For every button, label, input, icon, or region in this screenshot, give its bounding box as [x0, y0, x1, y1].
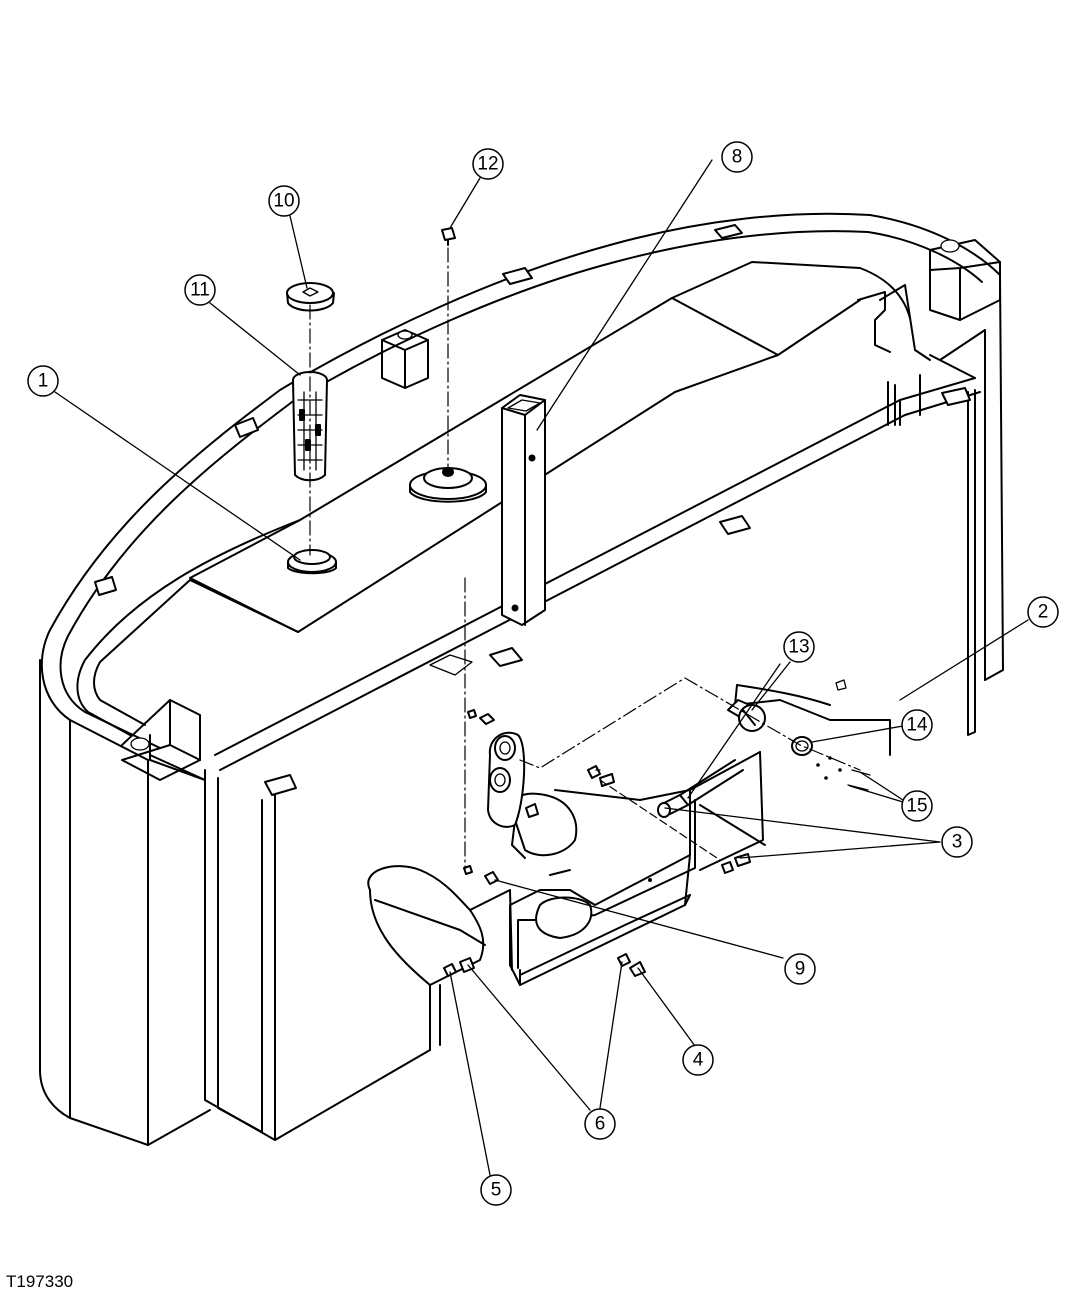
- callout-13: 13: [783, 631, 815, 663]
- svg-text:10: 10: [273, 191, 294, 212]
- svg-text:14: 14: [906, 715, 928, 736]
- rim-tabs: [94, 224, 971, 796]
- callout-5: 5: [480, 1174, 512, 1206]
- callout-8: 8: [721, 141, 753, 173]
- svg-text:4: 4: [693, 1050, 704, 1071]
- callout-12: 12: [472, 148, 504, 180]
- callout-9: 9: [784, 953, 816, 985]
- bolt-12: [441, 227, 456, 246]
- callout-2: 2: [1027, 596, 1059, 628]
- leader-lines: [54, 159, 1029, 1176]
- filler-neck: [287, 549, 337, 575]
- callout-6: 6: [584, 1108, 616, 1140]
- svg-text:8: 8: [732, 147, 743, 168]
- callout-4: 4: [682, 1044, 714, 1076]
- svg-text:5: 5: [491, 1180, 502, 1201]
- svg-text:15: 15: [906, 796, 927, 817]
- svg-text:12: 12: [477, 154, 498, 175]
- svg-text:6: 6: [595, 1114, 606, 1135]
- vertical-tube: [501, 394, 546, 626]
- tank-body: [39, 212, 1004, 1146]
- svg-text:3: 3: [952, 832, 963, 853]
- callout-1: 1: [27, 365, 59, 397]
- front-recess: [429, 654, 473, 676]
- callout-15: 15: [901, 790, 933, 822]
- filler-cap: [286, 282, 335, 312]
- svg-text:2: 2: [1038, 602, 1049, 623]
- mounting-bracket: [367, 577, 891, 986]
- figure-id: T197330: [6, 1272, 74, 1291]
- fuel-sender-base: [409, 467, 487, 503]
- svg-text:13: 13: [788, 637, 809, 658]
- callout-3: 3: [941, 826, 973, 858]
- callout-11: 11: [184, 274, 216, 306]
- callout-14: 14: [901, 709, 933, 741]
- svg-text:9: 9: [795, 959, 806, 980]
- callout-10: 10: [268, 185, 300, 217]
- svg-text:11: 11: [190, 280, 210, 301]
- svg-text:1: 1: [38, 371, 49, 392]
